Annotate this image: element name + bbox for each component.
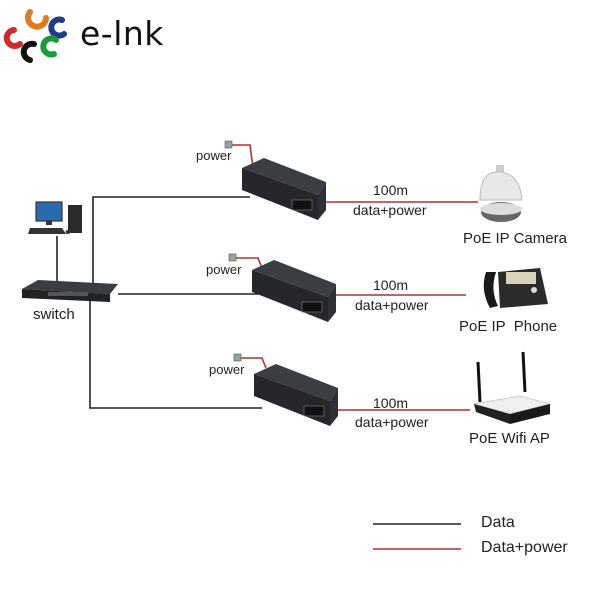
cable-length: 100m — [373, 395, 409, 411]
data-lines — [56, 196, 262, 409]
switch-label: switch — [33, 306, 75, 323]
poe-injector-icon — [242, 158, 326, 220]
cable-type: data+power — [353, 202, 427, 218]
legend-label-data: Data — [481, 514, 515, 531]
data-line-3 — [89, 300, 262, 409]
injector-label: power — [206, 262, 242, 277]
desktop-computer-icon — [28, 201, 82, 234]
logo-icon — [3, 9, 67, 63]
cable-length: 100m — [373, 182, 409, 198]
power-cord-2 — [234, 257, 263, 269]
network-switch-icon — [22, 280, 118, 302]
power-plug-icon — [233, 353, 242, 362]
poe-injector-icon — [254, 364, 338, 426]
legend-label-data-power: Data+power — [481, 539, 568, 556]
power-cord-3 — [239, 357, 267, 369]
ip-phone-icon — [483, 268, 548, 308]
injector-label: power — [196, 148, 232, 163]
poe-injector-icon — [252, 260, 336, 322]
cable-type: data+power — [355, 297, 429, 313]
power-plug-icon — [224, 140, 233, 149]
cable-type: data+power — [355, 414, 429, 430]
power-cord-1 — [230, 144, 254, 169]
device-label: PoE IP Phone — [459, 318, 558, 335]
data-power-lines — [230, 144, 478, 411]
brand-name: e-lnk — [80, 14, 164, 53]
device-label: PoE IP Camera — [463, 230, 567, 247]
injector-label: power — [209, 362, 245, 377]
dome-camera-icon — [479, 165, 523, 222]
cable-length: 100m — [373, 277, 409, 293]
wifi-router-icon — [473, 351, 552, 424]
device-label: PoE Wifi AP — [469, 430, 550, 447]
power-plug-icon — [228, 253, 237, 262]
data-line-1 — [92, 196, 250, 283]
